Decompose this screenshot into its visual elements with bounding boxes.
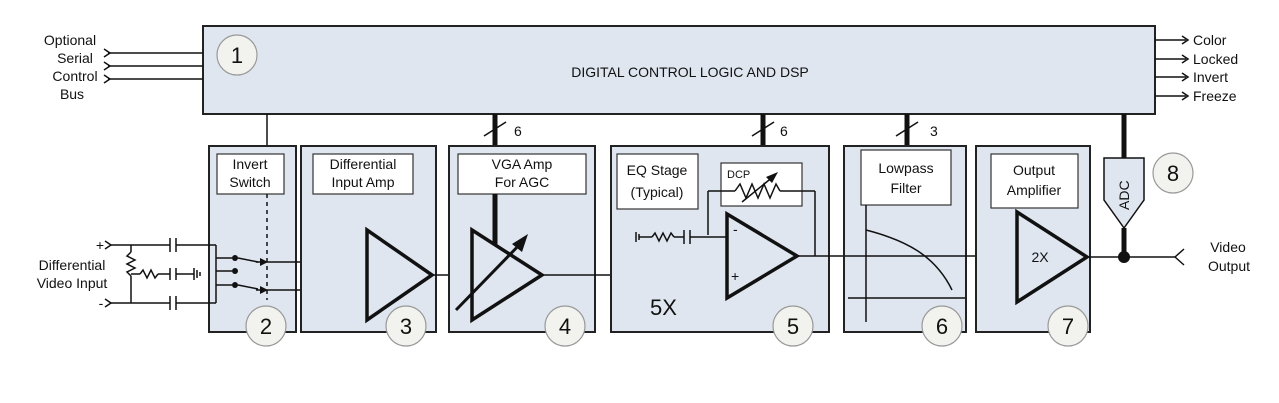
video-output-connector (1174, 248, 1185, 266)
adc-symbol (1103, 157, 1145, 230)
eq-label-box (616, 153, 699, 210)
eq-gain-5x: 5X (650, 295, 677, 320)
diff-amp-label-1: Differential (330, 156, 397, 172)
bus-width-vga: 6 (514, 123, 522, 139)
vga-label-box (457, 153, 587, 195)
number-3: 3 (400, 314, 412, 339)
input-plus-sign: + (96, 237, 104, 253)
diff-input-label-1: Differential (39, 257, 106, 273)
video-output-label-2: Output (1208, 258, 1250, 274)
number-badge-1 (216, 34, 258, 76)
dcp-box (720, 162, 803, 207)
number-badge-5 (772, 305, 814, 347)
lowpass-label-1: Lowpass (878, 160, 933, 176)
bus-input-lines (103, 48, 203, 84)
eq-label-2: (Typical) (631, 184, 684, 200)
eq-minus-sign: - (733, 221, 738, 237)
output-invert: Invert (1193, 69, 1228, 85)
bus-label-optional: Optional (44, 32, 96, 48)
lowpass-label-2: Filter (890, 180, 921, 196)
number-2: 2 (260, 314, 272, 339)
number-badge-3 (385, 305, 427, 347)
number-badge-6 (921, 305, 963, 347)
eq-plus-sign: + (731, 268, 739, 284)
invert-label-1: Invert (232, 156, 267, 172)
bus-slash-6 (895, 121, 919, 137)
bus-slash-4 (483, 121, 507, 137)
vga-arrow-head (512, 234, 528, 252)
dcp-label: DCP (727, 169, 750, 181)
bus-width-lowpass: 3 (930, 123, 938, 139)
output-amp-label-2: Amplifier (1007, 182, 1062, 198)
number-badge-7 (1047, 305, 1089, 347)
bus-label-control: Control (52, 68, 97, 84)
number-badge-2 (245, 305, 287, 347)
number-badge-4 (544, 305, 586, 347)
number-7: 7 (1062, 314, 1074, 339)
dsp-title: DIGITAL CONTROL LOGIC AND DSP (571, 64, 809, 80)
invert-label-2: Switch (229, 174, 270, 190)
vga-variable-arrow (454, 238, 526, 312)
bus-label-bus: Bus (60, 86, 84, 102)
diff-amp-triangle (365, 226, 436, 324)
number-5: 5 (787, 314, 799, 339)
output-amp-label-box (990, 153, 1079, 209)
bus-label-serial: Serial (57, 50, 93, 66)
bus-slash-5 (751, 121, 775, 137)
output-lines (1155, 35, 1190, 101)
output-gain-2x: 2X (1031, 249, 1049, 265)
lowpass-response (848, 205, 965, 322)
output-locked: Locked (1193, 51, 1238, 67)
vga-label-1: VGA Amp (492, 156, 553, 172)
eq-triangle (725, 210, 801, 302)
number-8: 8 (1167, 161, 1179, 186)
invert-switch-label-box (216, 153, 285, 195)
video-output-label-1: Video (1210, 239, 1246, 255)
bus-width-eq: 6 (780, 123, 788, 139)
diff-amp-label-box (312, 153, 414, 195)
eq-label-1: EQ Stage (627, 162, 688, 178)
vga-triangle (470, 226, 546, 324)
diff-input-label-2: Video Input (37, 275, 108, 291)
adc-label: ADC (1116, 180, 1132, 210)
vga-label-2: For AGC (495, 174, 549, 190)
number-4: 4 (559, 314, 571, 339)
number-1: 1 (231, 43, 243, 68)
output-freeze: Freeze (1193, 88, 1237, 104)
output-color: Color (1193, 32, 1227, 48)
eq-network (635, 172, 845, 257)
dsp-block (202, 25, 1156, 115)
input-minus-sign: - (99, 295, 104, 311)
diff-amp-label-2: Input Amp (331, 174, 394, 190)
lowpass-label-box (860, 149, 952, 206)
number-6: 6 (936, 314, 948, 339)
number-badge-8 (1152, 152, 1194, 194)
output-amp-triangle (1015, 208, 1091, 306)
output-amp-label-1: Output (1013, 162, 1055, 178)
